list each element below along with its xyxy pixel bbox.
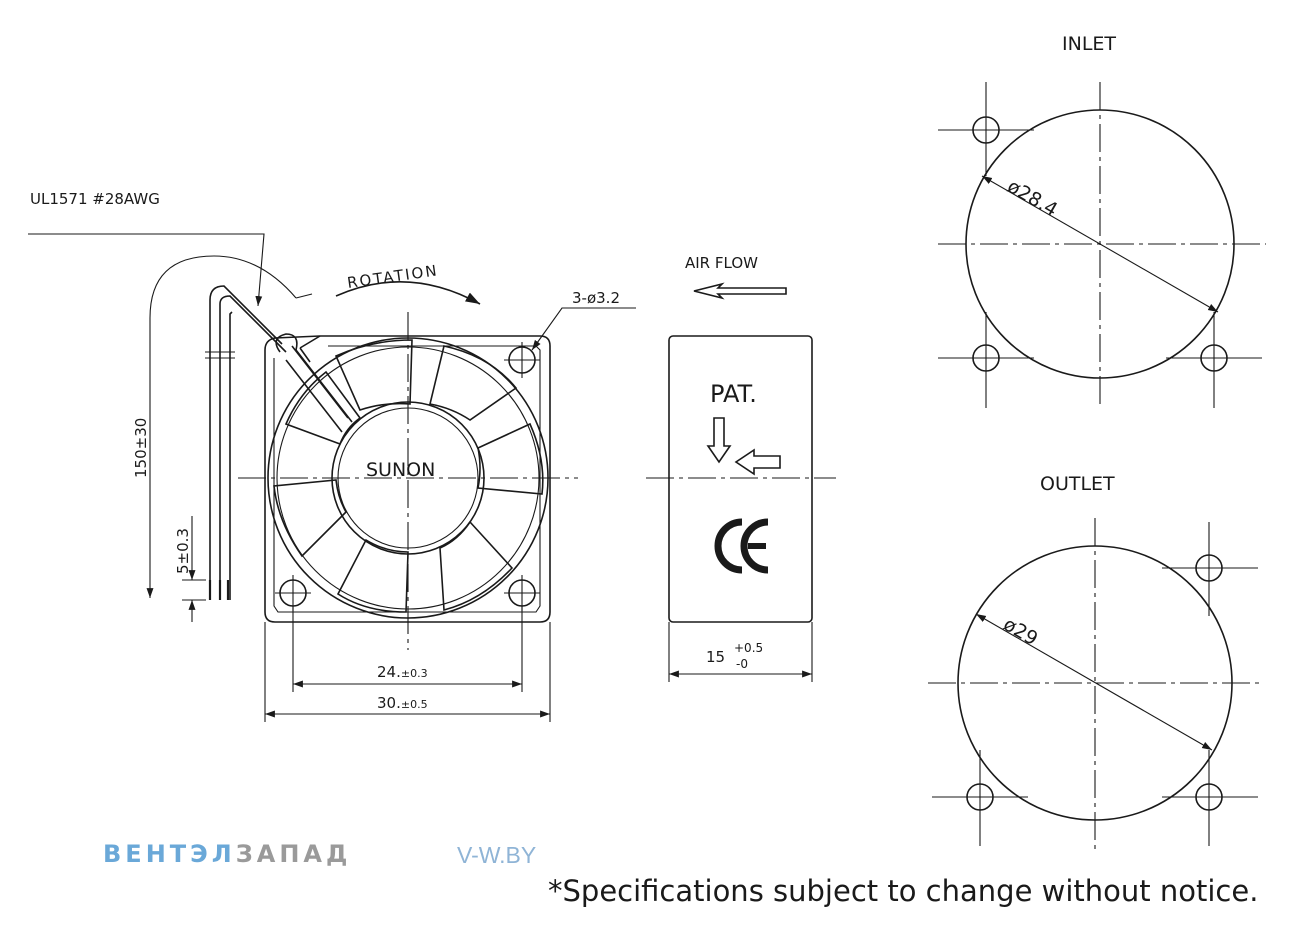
- dim-frame-size: 30.±0.5: [264, 622, 551, 722]
- thickness-tol-plus: +0.5: [734, 641, 763, 655]
- mounting-holes: [275, 342, 540, 611]
- mount-hole-leader: [531, 307, 636, 351]
- rotation-label: ROTATION: [346, 261, 440, 292]
- inlet-view: INLET ø28.4: [938, 33, 1266, 408]
- mount-hole-label: 3-ø3.2: [572, 289, 620, 307]
- thickness-value: 15: [706, 648, 725, 666]
- frame-size-value: 30.±0.5: [377, 694, 428, 712]
- watermark-brand: ВЕНТЭЛЗАПАД: [103, 840, 351, 868]
- lead-length-label: 150±30: [132, 418, 150, 478]
- watermark-site: V-W.BY: [457, 842, 537, 868]
- wire-spec-leader: [28, 233, 265, 307]
- brand-part-2: ЗАПАД: [235, 840, 352, 868]
- patent-label: PAT.: [710, 380, 757, 408]
- hub-brand-label: SUNON: [366, 459, 435, 481]
- lead-wire-drawing: UL1571 #28AWG 5±0.3 150±30: [28, 190, 313, 622]
- ce-mark-icon: [714, 518, 769, 574]
- air-flow-arrow: [693, 282, 787, 300]
- wire-spec-label: UL1571 #28AWG: [30, 190, 160, 208]
- strip-length-label: 5±0.3: [174, 528, 192, 574]
- outlet-title: OUTLET: [1040, 473, 1115, 495]
- inlet-title: INLET: [1062, 33, 1116, 55]
- outlet-diameter-label: ø29: [1000, 613, 1042, 650]
- side-view: AIR FLOW PAT. 15 +0.5 -0: [646, 254, 836, 682]
- airflow-direction-icon: [734, 448, 781, 476]
- air-flow-label: AIR FLOW: [685, 254, 758, 272]
- rotation-arrow: [335, 280, 481, 305]
- wire-notch: [299, 335, 321, 363]
- front-view: ROTATION 3-ø3.2 24.±0.3 30.±0.5: [238, 261, 636, 722]
- thickness-tol-minus: -0: [736, 657, 748, 671]
- lead-wires-front: [275, 333, 353, 433]
- side-frame: [668, 335, 813, 623]
- inlet-diameter-label: ø28.4: [1004, 175, 1062, 221]
- fan-blades: [273, 339, 544, 613]
- brand-part-1: ВЕНТЭЛ: [103, 840, 236, 868]
- rotation-direction-icon: [706, 417, 732, 464]
- dim-hole-pitch: 24.±0.3: [292, 606, 523, 692]
- outlet-view: OUTLET ø29: [928, 473, 1260, 852]
- specification-note: *Specifications subject to change withou…: [548, 874, 1259, 908]
- hole-pitch-value: 24.±0.3: [377, 663, 428, 681]
